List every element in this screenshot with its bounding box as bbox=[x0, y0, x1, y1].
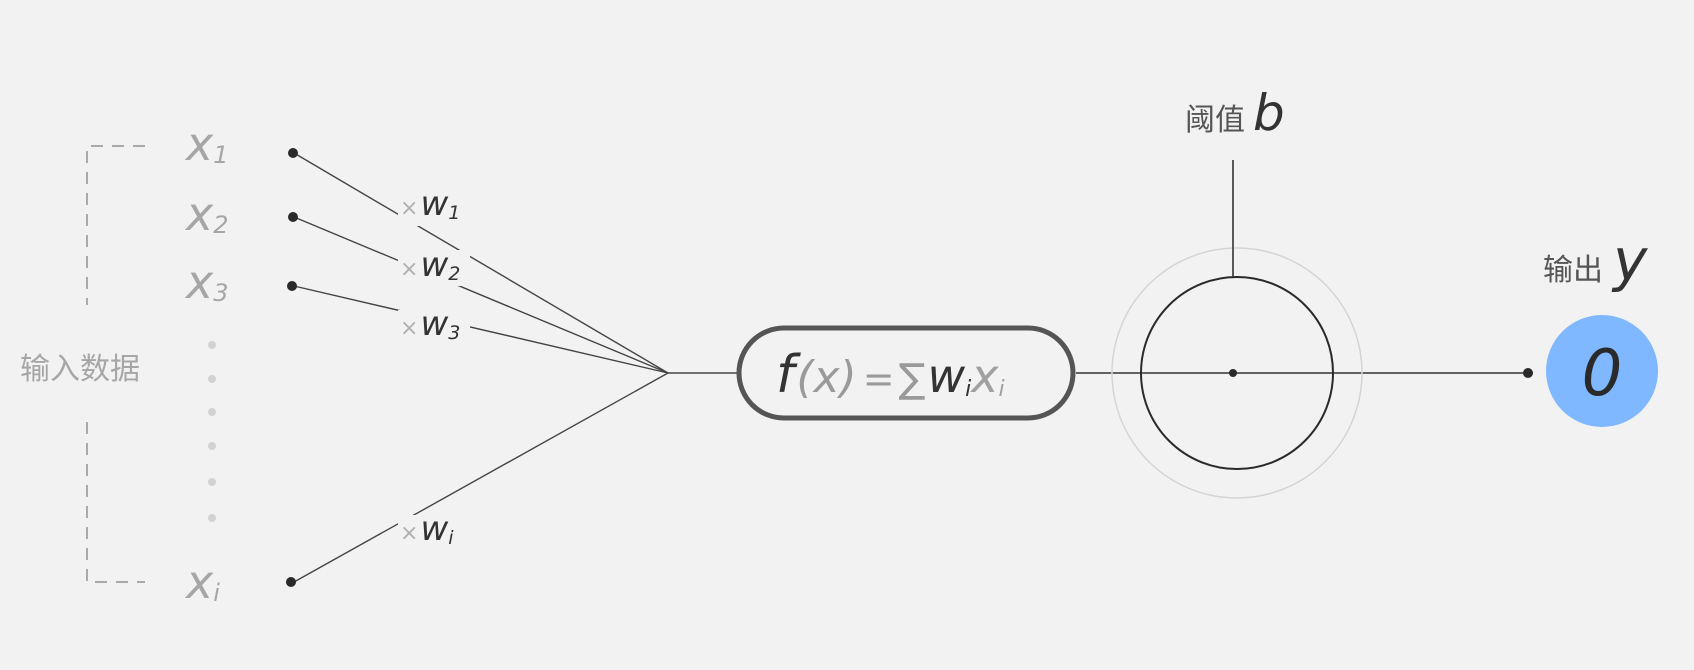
input-connections bbox=[293, 152, 669, 583]
weight-w1: ×w1 bbox=[398, 184, 470, 226]
output-node bbox=[1523, 368, 1533, 378]
input-xi: xi bbox=[184, 555, 220, 609]
ellipsis-dots bbox=[208, 341, 216, 522]
formula-box: f(x)=∑wixi bbox=[736, 325, 1076, 421]
neuron-outer-ring bbox=[1111, 247, 1363, 499]
input-x1: x1 bbox=[184, 117, 229, 171]
neuron-circle bbox=[1140, 276, 1334, 470]
weight-w2: ×w2 bbox=[398, 245, 470, 286]
output-value: 0 bbox=[1582, 337, 1623, 411]
neuron-center-node bbox=[1229, 369, 1237, 377]
svg-text:×w2: ×w2 bbox=[400, 245, 460, 285]
inputs-label: 输入数据 bbox=[20, 352, 140, 387]
svg-text:×w3: ×w3 bbox=[400, 304, 460, 344]
weight-wi: ×wi bbox=[398, 509, 470, 551]
svg-text:×wi: ×wi bbox=[400, 509, 454, 549]
svg-text:×w1: ×w1 bbox=[400, 184, 460, 224]
input-x2: x2 bbox=[184, 187, 229, 241]
formula-text: f(x)=∑wixi bbox=[776, 345, 1005, 405]
input-x3: x3 bbox=[184, 255, 229, 309]
weight-w3: ×w3 bbox=[398, 304, 470, 346]
output-circle bbox=[1546, 315, 1658, 427]
input-nodes bbox=[286, 148, 298, 587]
input-bracket bbox=[86, 145, 145, 583]
